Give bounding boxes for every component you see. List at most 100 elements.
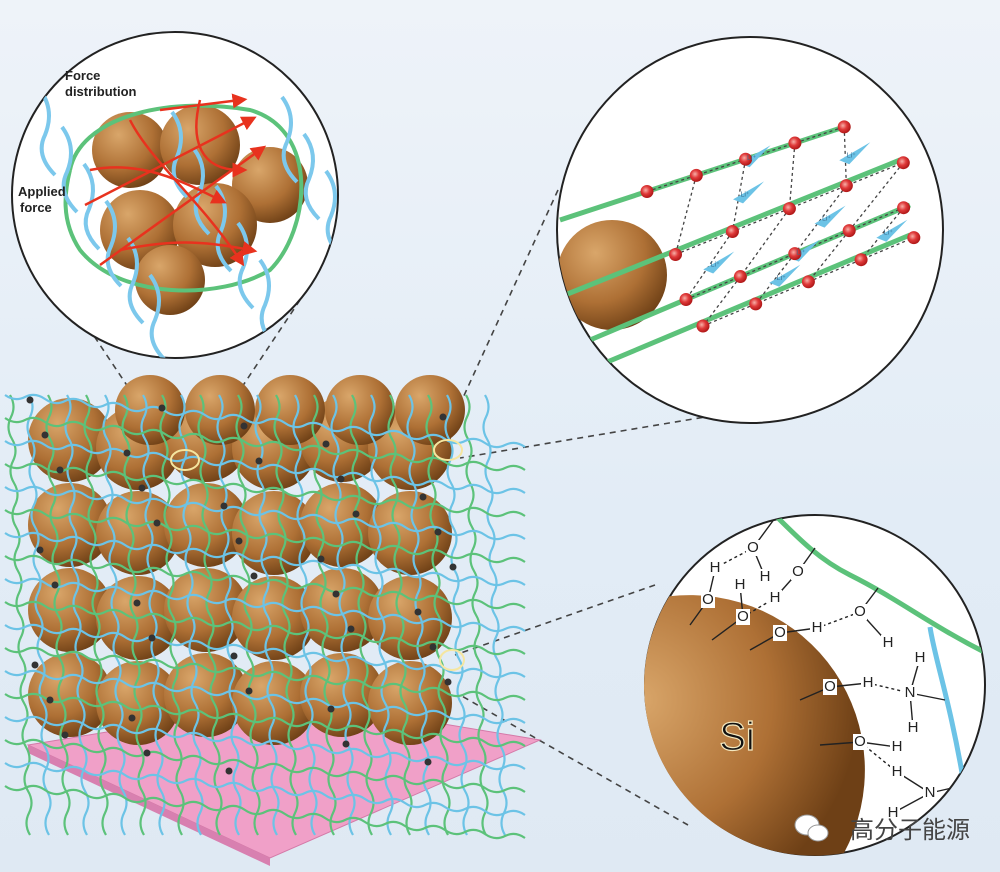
conductive-particle xyxy=(245,687,253,695)
oxygen-site xyxy=(749,297,763,311)
force-distribution-label-2: distribution xyxy=(65,84,137,99)
conductive-particle xyxy=(46,696,54,704)
oxygen-site xyxy=(897,201,911,215)
hydrogen-atom-label: H xyxy=(770,589,781,606)
conductive-particle xyxy=(342,740,350,748)
conductive-particle xyxy=(138,484,146,492)
polymer-chain xyxy=(4,669,526,725)
atom-label-background xyxy=(890,764,904,780)
coordination-bond xyxy=(848,162,904,232)
polymer-chain xyxy=(178,394,204,836)
hydrogen-atom-label: H xyxy=(892,763,903,780)
silicon-particle xyxy=(92,112,168,188)
hydrogen-atom-label: H xyxy=(888,804,899,821)
oxygen-site xyxy=(733,270,747,284)
oxygen-site xyxy=(640,185,654,198)
li-ion-label: Li⁺ xyxy=(847,152,856,159)
polymer-chain xyxy=(4,531,526,587)
oxygen-site xyxy=(801,275,815,289)
polymer-chain xyxy=(60,125,79,214)
polymer-chain xyxy=(4,761,526,817)
polymer-chain xyxy=(102,394,128,836)
atom-label-background xyxy=(758,569,772,585)
silicon-particle xyxy=(232,576,316,660)
polymer-chain xyxy=(4,738,526,794)
polymer-chain xyxy=(273,394,299,836)
hydrogen-atom-label: H xyxy=(892,738,903,755)
conductive-particle xyxy=(439,413,447,421)
coordination-bond xyxy=(702,276,741,327)
polymer-chain xyxy=(104,199,123,288)
silicon-particle xyxy=(644,595,865,856)
silicon-particle xyxy=(395,375,465,445)
polymer-chain xyxy=(148,273,167,358)
polymer-chain xyxy=(4,393,526,449)
polymer-chain xyxy=(311,394,337,836)
polymer-chain xyxy=(236,221,255,310)
atom-label-background xyxy=(890,739,904,755)
polymer-chain xyxy=(4,508,526,564)
silicon-label: Si xyxy=(719,715,755,759)
conductive-particle xyxy=(337,475,345,483)
conductive-particle xyxy=(419,493,427,501)
conductive-particle xyxy=(317,555,325,563)
polymer-chain xyxy=(4,439,526,495)
applied-force-label-1: Applied xyxy=(18,184,66,199)
coordination-bond xyxy=(685,231,733,300)
green-polymer-chain xyxy=(773,515,985,658)
conductive-particle xyxy=(133,599,141,607)
polymer-chain xyxy=(368,394,394,836)
li-ion xyxy=(769,264,801,287)
coordination-bond xyxy=(788,142,796,209)
polymer-chain xyxy=(45,394,71,836)
conductive-particle xyxy=(230,652,238,660)
coordination-bond xyxy=(674,175,697,255)
polymer-chain xyxy=(292,394,318,836)
coordination-bond xyxy=(739,208,790,277)
polymer-chain xyxy=(26,394,52,836)
oxygen-atom-label: O xyxy=(737,608,749,625)
conductive-particle xyxy=(158,404,166,412)
polymer-chain xyxy=(589,202,911,343)
silicon-particle xyxy=(115,375,185,445)
oxygen-site xyxy=(839,179,853,193)
polymer-chain xyxy=(4,462,526,518)
coordination-bond xyxy=(755,253,796,305)
oxygen-site xyxy=(689,168,703,182)
polymer-chain xyxy=(387,394,413,836)
conductive-particle xyxy=(26,396,34,404)
coordination-bond xyxy=(860,207,905,261)
polymer-chain xyxy=(82,162,101,251)
atom-label-background xyxy=(923,785,937,801)
silicon-particle xyxy=(28,653,112,737)
conductive-particle xyxy=(235,537,243,545)
silicon-particle xyxy=(255,375,325,445)
atom-label-background xyxy=(853,734,867,750)
conductive-particle xyxy=(434,528,442,536)
conductive-particle xyxy=(41,431,49,439)
atom-label-background xyxy=(810,620,824,636)
conductive-particle xyxy=(148,634,156,642)
atom-label-background xyxy=(886,805,900,821)
polymer-chain xyxy=(4,715,526,771)
polymer-chain xyxy=(349,394,375,836)
polymer-chain xyxy=(38,88,57,177)
conductive-particle xyxy=(61,731,69,739)
atom-label-background xyxy=(773,625,787,641)
silicon-particle xyxy=(325,375,395,445)
conductive-particle xyxy=(332,590,340,598)
force-distribution-panel: Force distribution Applied force xyxy=(11,31,339,359)
atom-label-background xyxy=(853,604,867,620)
polymer-chain xyxy=(302,132,321,221)
force-arrow xyxy=(128,119,245,267)
oxygen-atom-label: O xyxy=(824,678,836,695)
oxygen-site xyxy=(696,319,710,333)
coordination-bond xyxy=(807,230,850,283)
polymer-chain xyxy=(4,485,526,541)
conductive-particle xyxy=(123,449,131,457)
polymer-chain xyxy=(4,623,526,679)
silicon-particle xyxy=(368,661,452,745)
polymer-chain xyxy=(4,577,526,633)
conductive-particle xyxy=(240,422,248,430)
